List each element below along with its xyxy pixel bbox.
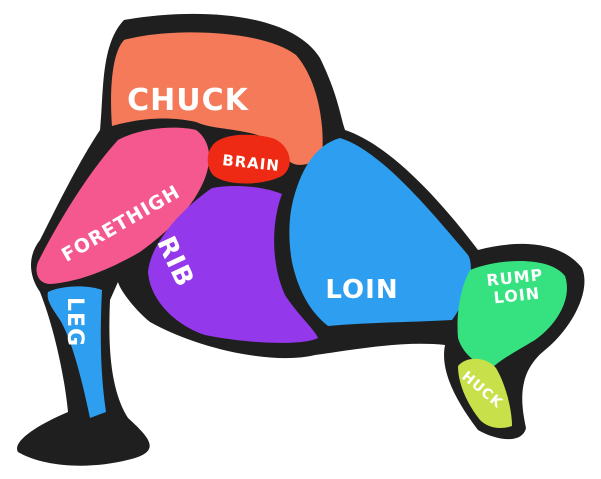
cut-loin [289,138,471,326]
label-rump-loin-line2: LOIN [493,284,541,308]
cut-rib [148,186,318,343]
cut-rump-loin [457,260,567,368]
cut-chuck [111,32,323,165]
label-loin: LOIN [325,275,398,305]
label-brain: BRAIN [221,151,280,175]
cut-leg [47,286,106,418]
label-chuck: CHUCK [127,83,250,118]
label-leg: LEG [62,297,87,347]
cut-forethigh [36,127,210,284]
cut-huck [458,358,512,428]
cut-brain [207,134,290,184]
